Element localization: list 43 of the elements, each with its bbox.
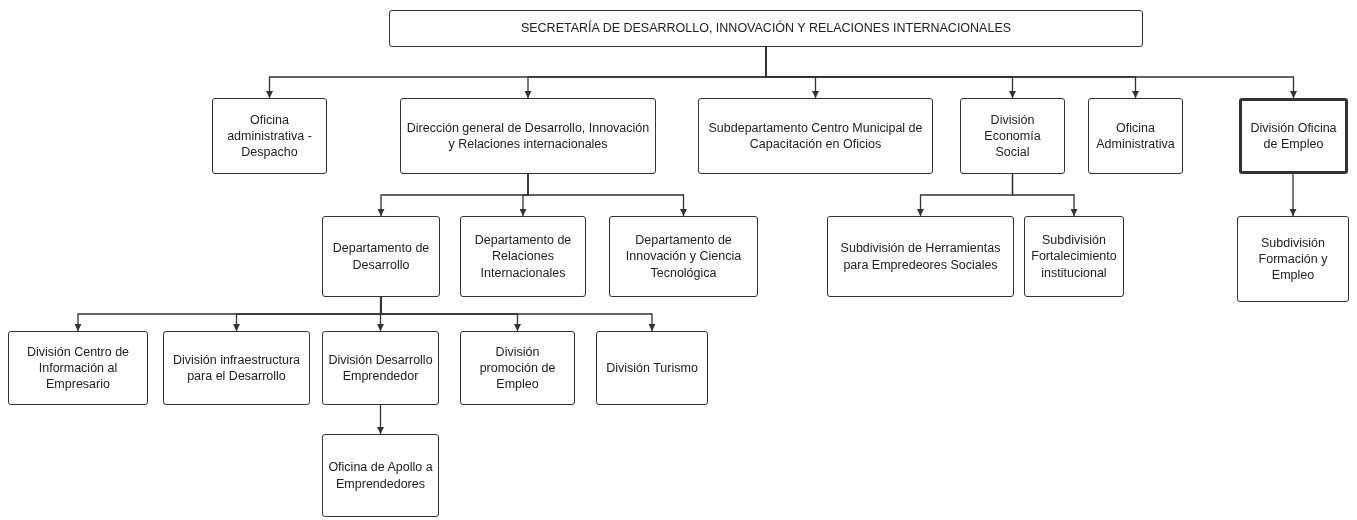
- org-box: [698, 98, 933, 174]
- unit-name: Subdivisión Formación y Empleo: [1257, 234, 1329, 284]
- org-box: [322, 216, 440, 297]
- org-box: [389, 10, 1143, 47]
- unit-name: Oficina de Apollo a Emprendedores: [328, 459, 433, 492]
- unit-name: División Centro de Información al Empresario: [25, 343, 131, 393]
- unit-name: Departamento de Relaciones Internacionales: [473, 232, 573, 281]
- arrow: [1289, 173, 1297, 217]
- org-box: [212, 98, 327, 174]
- arrow: [1011, 173, 1078, 217]
- unit-name: Subdivisión Fortalecimiento institucional: [1030, 232, 1118, 281]
- org-box: [827, 216, 1014, 297]
- org-box: [460, 216, 586, 297]
- unit-name: Oficina Administrativa: [1095, 119, 1176, 153]
- unit-name: Subdepartamento Centro Municipal de Capacitación en Oficios: [707, 119, 924, 153]
- arrow: [377, 404, 384, 435]
- unit-name: Departamento de Innovación y Ciencia Tecnológica: [624, 232, 743, 281]
- org-box: [1239, 98, 1348, 174]
- org-box: [960, 98, 1065, 174]
- org-box: [322, 331, 439, 405]
- unit-name: División infraestructura para el Desarrollo: [171, 351, 302, 385]
- unit-name: Subdivisión de Herramientas para Empredeores Sociales: [839, 240, 1002, 273]
- unit-name: División Economía Social: [983, 111, 1042, 161]
- unit-name: División Desarrollo Emprendedor: [328, 351, 433, 385]
- unit-name: División Turismo: [606, 359, 698, 377]
- unit-name: División promoción de Empleo: [478, 343, 557, 393]
- arrow: [380, 296, 656, 332]
- org-box: [460, 331, 575, 405]
- unit-name: SECRETARÍA DE DESARROLLO, INNOVACIÓN Y RELACIONES INTERNACIONALES: [520, 20, 1012, 37]
- unit-name: Oficina administrativa - Despacho: [226, 111, 313, 161]
- arrow: [527, 173, 687, 217]
- org-box: [1024, 216, 1124, 297]
- org-box: [596, 331, 708, 405]
- org-box: [400, 98, 656, 174]
- unit-name: División Oficina de Empleo: [1249, 119, 1338, 153]
- unit-name: Dirección general de Desarrollo, Innovación y Relaciones internacionales: [406, 119, 650, 153]
- org-box: [1237, 216, 1349, 302]
- org-box: [322, 434, 439, 517]
- org-box: [609, 216, 758, 297]
- org-box: [163, 331, 310, 405]
- org-box: [8, 331, 148, 405]
- org-box: [1088, 98, 1183, 174]
- unit-name: Departamento de Desarrollo: [331, 240, 431, 273]
